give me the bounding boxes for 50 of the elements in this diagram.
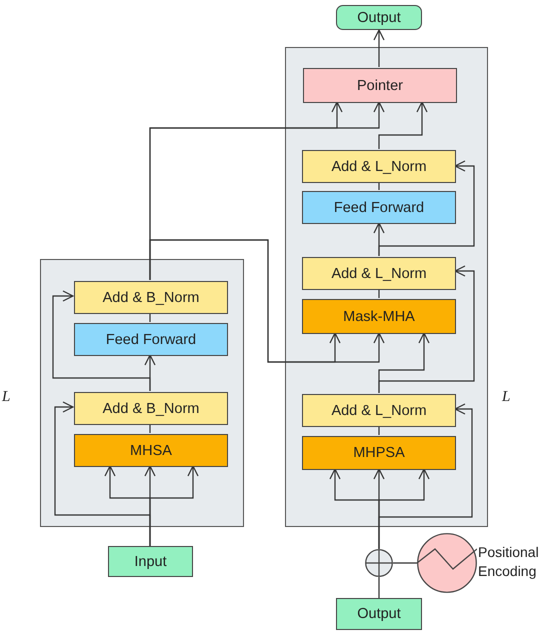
arrow	[378, 403, 473, 549]
arrow	[378, 265, 475, 393]
block-label: Add & B_Norm	[102, 400, 200, 416]
block-box	[336, 598, 422, 630]
block-label: Add & L_Norm	[331, 266, 427, 282]
block-box	[302, 257, 456, 290]
block-label: Add & L_Norm	[331, 158, 427, 174]
layer-panel	[40, 259, 244, 527]
arrow	[378, 101, 428, 149]
connector-line	[393, 562, 417, 564]
block-box	[74, 323, 228, 356]
arrow	[373, 29, 385, 67]
block-box	[302, 150, 456, 183]
block-label: Output	[357, 10, 401, 26]
block-box	[302, 191, 456, 224]
block-label: Input	[134, 554, 167, 570]
arrow	[52, 290, 151, 391]
block-label: MHPSA	[353, 445, 405, 461]
block-label: Pointer	[357, 78, 403, 94]
connector-line	[378, 426, 380, 435]
connector-line	[378, 577, 380, 598]
block-box	[302, 299, 456, 334]
block-label: Feed Forward	[106, 332, 196, 348]
block-label: Add & B_Norm	[102, 290, 200, 306]
repeat-count-label: L	[2, 389, 10, 406]
block-box	[74, 281, 228, 314]
connector-line	[149, 424, 151, 433]
block-box	[302, 394, 456, 427]
block-box	[303, 68, 457, 103]
arrow	[54, 401, 151, 546]
side-label: Positional Encoding	[478, 543, 540, 581]
block-label: Output	[357, 606, 401, 622]
connector-line	[378, 182, 380, 190]
block-box	[74, 392, 228, 425]
positional-encoding-circle	[417, 533, 477, 593]
layer-panel	[285, 47, 488, 527]
adder-circle	[365, 549, 393, 577]
block-box	[74, 434, 228, 467]
block-label: Feed Forward	[334, 200, 424, 216]
block-label: Mask-MHA	[343, 308, 415, 324]
connector-line	[149, 313, 151, 322]
arrow	[149, 239, 385, 363]
repeat-count-label: L	[502, 389, 510, 406]
block-box	[108, 546, 193, 577]
block-label: MHSA	[130, 442, 172, 458]
block-label: Add & L_Norm	[331, 402, 427, 418]
arrow	[378, 160, 475, 256]
block-box	[336, 5, 422, 30]
block-box	[302, 436, 456, 470]
connector-line	[378, 289, 380, 298]
